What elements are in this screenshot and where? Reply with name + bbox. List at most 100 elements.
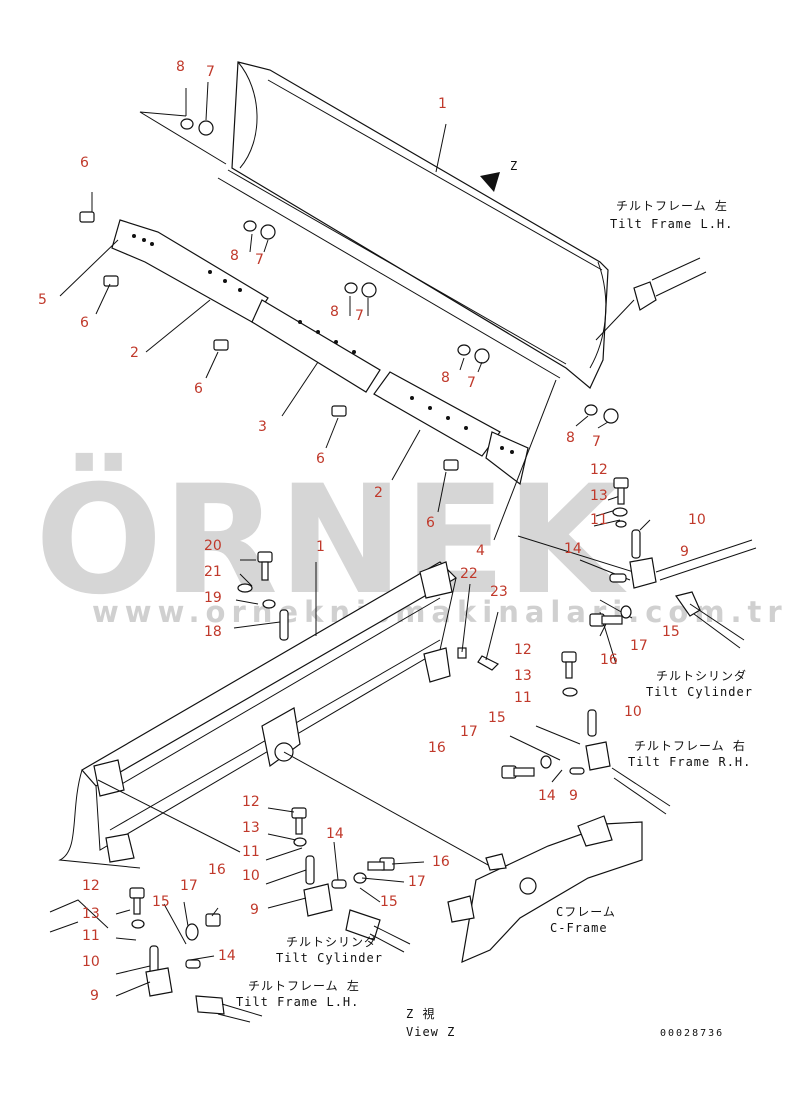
leader-lines-top bbox=[59, 81, 635, 541]
callout-7: 7 bbox=[592, 434, 601, 450]
callout-12: 12 bbox=[242, 794, 260, 810]
callout-4: 4 bbox=[476, 543, 485, 559]
blade-top: Z bbox=[79, 61, 707, 486]
callout-6: 6 bbox=[194, 381, 203, 397]
callout-8: 8 bbox=[441, 370, 450, 386]
label-view-z-jp: Z 視 bbox=[406, 1006, 435, 1021]
callout-11: 11 bbox=[242, 844, 260, 860]
hardware-right-lower bbox=[501, 651, 671, 815]
callout-14: 14 bbox=[326, 826, 344, 842]
callout-15: 15 bbox=[488, 710, 506, 726]
callout-5: 5 bbox=[38, 292, 47, 308]
bolts-6 bbox=[79, 211, 459, 471]
callout-16: 16 bbox=[208, 862, 226, 878]
callout-9: 9 bbox=[90, 988, 99, 1004]
label-view-z-en: View Z bbox=[406, 1025, 455, 1039]
callout-12: 12 bbox=[82, 878, 100, 894]
watermark: ÖRNEK www.orneknismakinalari.com.tr bbox=[35, 452, 782, 629]
callout-6: 6 bbox=[426, 515, 435, 531]
callout-19: 19 bbox=[204, 590, 222, 606]
washers-nuts bbox=[180, 118, 619, 424]
callout-16: 16 bbox=[428, 740, 446, 756]
callout-8: 8 bbox=[330, 304, 339, 320]
drawing-code: 00028736 bbox=[660, 1028, 724, 1039]
label-tilt-cylinder-jp: チルトシリンダ bbox=[656, 668, 747, 683]
callout-7: 7 bbox=[206, 64, 215, 80]
callout-9: 9 bbox=[680, 544, 689, 560]
callout-8: 8 bbox=[230, 248, 239, 264]
hardware-right-upper bbox=[589, 477, 757, 649]
callout-8: 8 bbox=[566, 430, 575, 446]
label-tilt-cylinder-en: Tilt Cylinder bbox=[646, 685, 753, 699]
view-z-marker: Z bbox=[510, 159, 518, 173]
label-tilt-cylinder-bottom-jp: チルトシリンダ bbox=[286, 934, 377, 949]
callout-7: 7 bbox=[255, 252, 264, 268]
c-frame bbox=[447, 815, 643, 963]
view-z-arrow bbox=[480, 172, 500, 192]
callout-7: 7 bbox=[355, 308, 364, 324]
callout-1: 1 bbox=[438, 96, 447, 112]
callout-10: 10 bbox=[82, 954, 100, 970]
callout-14: 14 bbox=[538, 788, 556, 804]
callout-13: 13 bbox=[82, 906, 100, 922]
callout-23: 23 bbox=[490, 584, 508, 600]
left-bracket bbox=[105, 833, 135, 863]
callout-11: 11 bbox=[82, 928, 100, 944]
label-tilt-frame-lh-jp: チルトフレーム 左 bbox=[616, 198, 728, 213]
callout-14: 14 bbox=[218, 948, 236, 964]
leader-lines-bottom bbox=[115, 807, 425, 997]
callout-6: 6 bbox=[80, 315, 89, 331]
callout-9: 9 bbox=[569, 788, 578, 804]
center-bracket bbox=[261, 707, 301, 768]
callout-17: 17 bbox=[460, 724, 478, 740]
label-tilt-frame-rh-en: Tilt Frame R.H. bbox=[628, 755, 751, 769]
label-tilt-frame-rh-jp: チルトフレーム 右 bbox=[634, 738, 746, 753]
callout-15: 15 bbox=[380, 894, 398, 910]
watermark-brand: ÖRNEK bbox=[35, 452, 627, 628]
callout-16: 16 bbox=[600, 652, 618, 668]
callout-20: 20 bbox=[204, 538, 222, 554]
callout-15: 15 bbox=[662, 624, 680, 640]
callout-10: 10 bbox=[242, 868, 260, 884]
callout-1: 1 bbox=[316, 539, 325, 555]
callout-22: 22 bbox=[460, 566, 478, 582]
tilt-frame-end-top bbox=[633, 281, 657, 311]
cutting-edge-right bbox=[373, 371, 501, 457]
callout-8: 8 bbox=[176, 59, 185, 75]
callout-18: 18 bbox=[204, 624, 222, 640]
label-tilt-frame-lh-bottom-en: Tilt Frame L.H. bbox=[236, 995, 359, 1009]
label-c-frame-en: C-Frame bbox=[550, 921, 608, 935]
label-tilt-cylinder-bottom-en: Tilt Cylinder bbox=[276, 951, 383, 965]
callout-6: 6 bbox=[316, 451, 325, 467]
callout-9: 9 bbox=[250, 902, 259, 918]
cutting-edge-center bbox=[251, 299, 381, 393]
callout-21: 21 bbox=[204, 564, 222, 580]
end-bit-right bbox=[485, 431, 529, 486]
callout-13: 13 bbox=[242, 820, 260, 836]
callout-10: 10 bbox=[624, 704, 642, 720]
pin-18 bbox=[279, 609, 289, 641]
callout-2: 2 bbox=[374, 485, 383, 501]
callout-11: 11 bbox=[514, 690, 532, 706]
callout-14: 14 bbox=[564, 541, 582, 557]
callout-6: 6 bbox=[80, 155, 89, 171]
hardware-bottom bbox=[129, 807, 411, 1023]
label-tilt-frame-lh-en: Tilt Frame L.H. bbox=[610, 217, 733, 231]
callouts-middle: 12 13 11 10 9 14 20 21 19 18 1 22 23 15 … bbox=[204, 462, 706, 804]
callout-15: 15 bbox=[152, 894, 170, 910]
part-labels: チルトフレーム 左 Tilt Frame L.H. チルトシリンダ Tilt C… bbox=[236, 198, 753, 1039]
callout-2: 2 bbox=[130, 345, 139, 361]
callout-17: 17 bbox=[630, 638, 648, 654]
right-bracket bbox=[423, 647, 451, 683]
callout-17: 17 bbox=[408, 874, 426, 890]
callout-12: 12 bbox=[514, 642, 532, 658]
callouts-top: 8 7 1 6 8 7 5 6 8 7 2 8 7 6 3 6 8 7 2 6 … bbox=[38, 59, 601, 559]
blade-middle bbox=[58, 551, 500, 869]
label-c-frame-jp: Cフレーム bbox=[556, 905, 616, 919]
callout-11: 11 bbox=[590, 512, 608, 528]
callout-3: 3 bbox=[258, 419, 267, 435]
leader-lines-middle bbox=[49, 495, 651, 933]
callout-12: 12 bbox=[590, 462, 608, 478]
callout-13: 13 bbox=[590, 488, 608, 504]
callout-10: 10 bbox=[688, 512, 706, 528]
